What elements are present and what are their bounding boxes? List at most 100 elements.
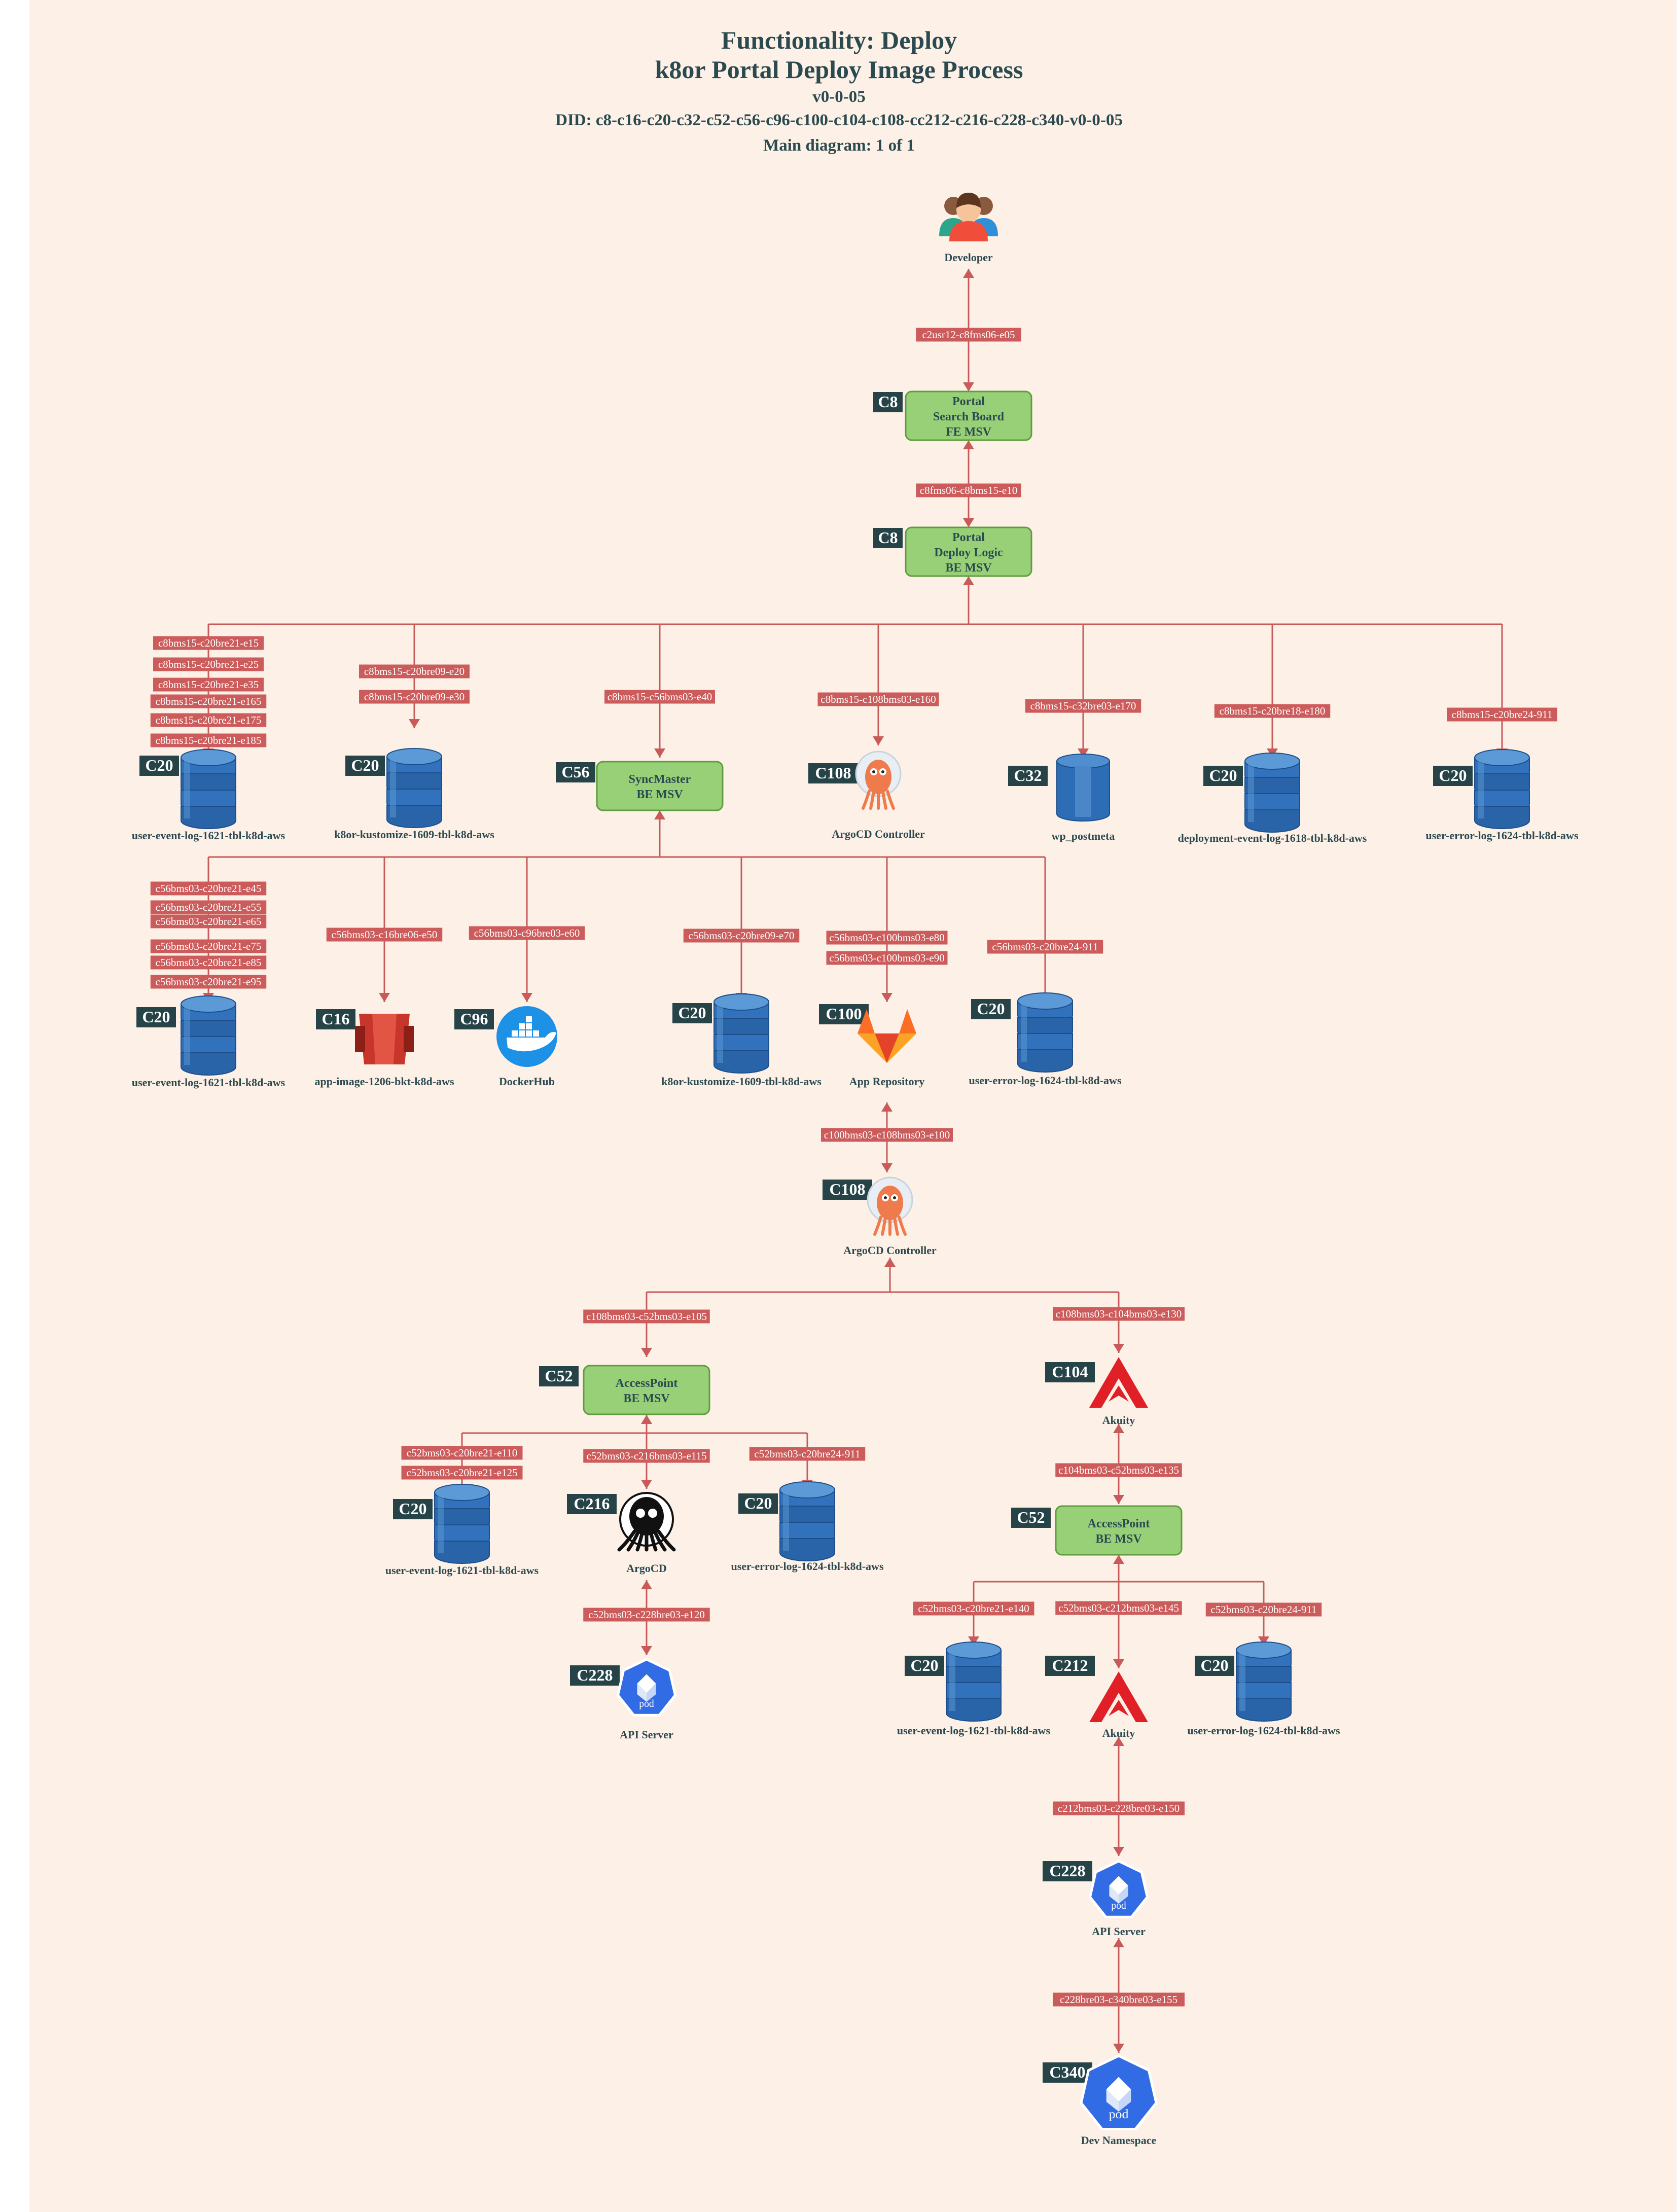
component-badge [905, 1656, 944, 1676]
akuity-label: Akuity [1102, 1727, 1135, 1739]
arrow-head [963, 576, 974, 585]
argocd-icon [867, 1176, 913, 1236]
edge-label-bg [153, 636, 264, 650]
akuity-icon [1089, 1357, 1148, 1408]
dockerhub-label: DockerHub [499, 1075, 555, 1088]
accesspoint-be-msv-left[interactable] [583, 1365, 710, 1415]
edge-label: c8bms15-c20bre09-e30 [364, 691, 465, 703]
component-badge [570, 1665, 620, 1686]
pod-icon-text: pod [1111, 1900, 1126, 1911]
arrow-head [521, 993, 532, 1002]
edge-label-bg [916, 328, 1021, 342]
edge-label: c8bms15-c20bre21-e25 [158, 658, 259, 670]
arrow-head [963, 518, 974, 527]
arrow-head [881, 993, 892, 1002]
accesspoint-be-msv-left-label: BE MSV [623, 1392, 670, 1405]
arrow-head [1113, 1659, 1124, 1668]
edge-label: c56bms03-c20bre21-e65 [156, 915, 262, 927]
syncmaster-be-msv[interactable] [596, 761, 724, 811]
accesspoint-be-msv-right-label: AccessPoint [1088, 1517, 1150, 1530]
component-badge [823, 1180, 872, 1200]
arrow-head [1113, 1424, 1124, 1433]
edge-label-bg [821, 1128, 953, 1142]
edge-label: c8bms15-c20bre09-e20 [364, 665, 465, 677]
syncmaster-be-msv-label: BE MSV [636, 788, 683, 801]
portal-search-board-fe-msv[interactable] [905, 390, 1032, 441]
edge-label-bg [1214, 704, 1331, 718]
edge-label: c8bms15-c108bms03-e160 [820, 693, 936, 705]
component-badge [819, 1004, 869, 1024]
component-badge [556, 762, 595, 782]
edge-label: c108bms03-c104bms03-e130 [1056, 1308, 1182, 1320]
component-badge [345, 756, 385, 776]
user-error-log-1624-label: user-error-log-1624-tbl-k8d-aws [731, 1560, 883, 1573]
edge-label-bg [150, 733, 267, 747]
edge-label-bg [153, 677, 264, 692]
accesspoint-be-msv-left-label: AccessPoint [616, 1377, 678, 1390]
component-badge-text: C20 [1439, 766, 1467, 784]
database-icon [779, 1481, 835, 1561]
arrow-head [1113, 1555, 1124, 1564]
edge-label: c56bms03-c20bre21-e95 [156, 976, 262, 988]
component-badge-text: C8 [878, 393, 898, 411]
component-badge-text: C56 [561, 763, 589, 781]
arrow-head [1113, 1847, 1124, 1856]
component-badge [1045, 1656, 1095, 1676]
edge-label: c8bms15-c56bms03-e40 [608, 691, 712, 703]
edge-label-bg [913, 1601, 1034, 1616]
app-repository-label: App Repository [849, 1075, 925, 1088]
component-badge [1043, 2062, 1092, 2083]
component-badge [971, 999, 1011, 1019]
database-icon [1236, 1642, 1292, 1722]
edge-label: c56bms03-c20bre09-e70 [689, 930, 795, 942]
diagram-background [29, 0, 1676, 2212]
arrow-head [873, 736, 884, 745]
component-badge [316, 1009, 355, 1029]
arrow-head [1113, 1737, 1124, 1746]
component-badge-text: C20 [678, 1004, 706, 1022]
database-icon [386, 748, 442, 828]
edge-label: c52bms03-c228bre03-e120 [588, 1609, 705, 1621]
edge-label: c56bms03-c20bre21-e55 [156, 901, 262, 913]
component-badge [672, 1003, 712, 1023]
edge-label-bg [1205, 1602, 1322, 1617]
arrow-head [884, 1258, 896, 1267]
user-event-log-1621-label: user-event-log-1621-tbl-k8d-aws [132, 1076, 285, 1089]
argocd-controller-label: ArgoCD Controller [843, 1244, 937, 1257]
portal-deploy-logic-be-msv-label: BE MSV [945, 561, 992, 575]
portal-search-board-fe-msv-label: FE MSV [946, 425, 992, 439]
edge-label-bg [826, 951, 948, 965]
edge-label: c228bre03-c340bre03-e155 [1060, 1993, 1177, 2006]
database-icon [1017, 992, 1073, 1073]
component-badge-text: C16 [322, 1010, 349, 1028]
component-badge-text: C108 [829, 1180, 865, 1198]
edge-label-bg [469, 926, 585, 940]
component-badge [1203, 766, 1243, 786]
accesspoint-be-msv-right[interactable] [1055, 1505, 1183, 1556]
edge-label-bg [150, 881, 267, 896]
edge-label-bg [749, 1447, 866, 1461]
component-badge-text: C340 [1049, 2063, 1085, 2081]
database-icon [1056, 754, 1110, 822]
accesspoint-be-msv-right-label: BE MSV [1095, 1532, 1142, 1546]
user-event-log-1621-label: user-event-log-1621-tbl-k8d-aws [385, 1564, 539, 1577]
edge-label-bg [826, 931, 948, 945]
arrow-head [1113, 1344, 1124, 1353]
arrow-head [641, 1415, 652, 1424]
component-badge-text: C216 [574, 1494, 610, 1513]
portal-deploy-logic-be-msv[interactable] [905, 526, 1032, 577]
portal-deploy-logic-be-msv-label: Portal [952, 531, 985, 544]
user-error-log-1624-label: user-error-log-1624-tbl-k8d-aws [1187, 1724, 1340, 1737]
edge-label: c8bms15-c20bre24-911 [1452, 708, 1553, 721]
gitlab-icon [858, 1009, 916, 1063]
docker-icon [496, 1006, 557, 1067]
s3-bucket-icon [355, 1014, 414, 1064]
component-badge [454, 1009, 494, 1029]
database-icon [1474, 749, 1530, 829]
component-badge-text: C52 [1017, 1508, 1045, 1526]
component-badge [738, 1493, 778, 1514]
component-badge-text: C100 [826, 1005, 862, 1023]
diagram-page-indicator: Main diagram: 1 of 1 [763, 136, 915, 155]
component-badge [136, 1007, 176, 1027]
edge-label-bg [583, 1608, 710, 1622]
